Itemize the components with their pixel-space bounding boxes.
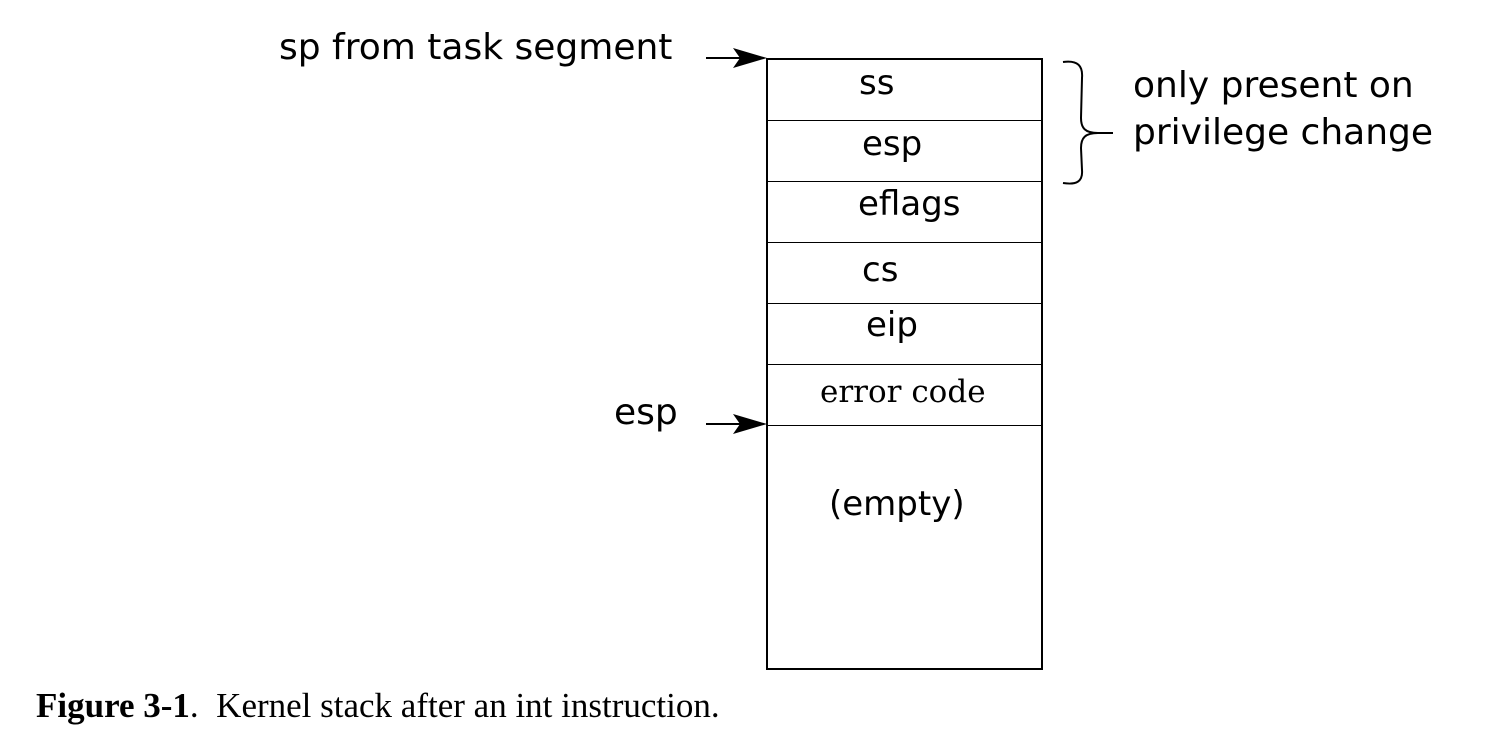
caption-text: Kernel stack after an int instruction. (216, 686, 720, 725)
stack-slot-error-code: error code (768, 365, 1041, 426)
sp-from-task-segment-label: sp from task segment (279, 27, 673, 68)
stack-slot-label: ss (859, 63, 895, 103)
figure-caption: Figure 3-1. Kernel stack after an int in… (36, 685, 720, 727)
kernel-stack-box: ss esp eflags cs eip error code (empty) (766, 58, 1043, 670)
empty-region-label: (empty) (829, 484, 965, 524)
stack-slot-esp: esp (768, 121, 1041, 182)
brace-label-line2: privilege change (1133, 112, 1434, 153)
stack-slot-label: cs (862, 250, 899, 290)
stack-slot-ss: ss (768, 60, 1041, 121)
brace-label-line1: only present on (1133, 65, 1414, 106)
curly-brace (1062, 60, 1099, 185)
stack-slot-label: esp (862, 124, 923, 164)
caption-separator: . (189, 686, 199, 725)
stack-slot-label: eflags (858, 184, 961, 224)
arrow-sp-from-task-segment (706, 48, 767, 68)
arrow-esp (706, 414, 767, 434)
stack-slot-label: error code (820, 374, 986, 410)
stack-slot-eip: eip (768, 304, 1041, 365)
stack-slot-label: eip (866, 305, 918, 345)
figure-number: Figure 3-1 (36, 686, 190, 725)
stack-slot-eflags: eflags (768, 182, 1041, 243)
esp-pointer-label: esp (614, 392, 678, 433)
stack-slot-cs: cs (768, 243, 1041, 304)
